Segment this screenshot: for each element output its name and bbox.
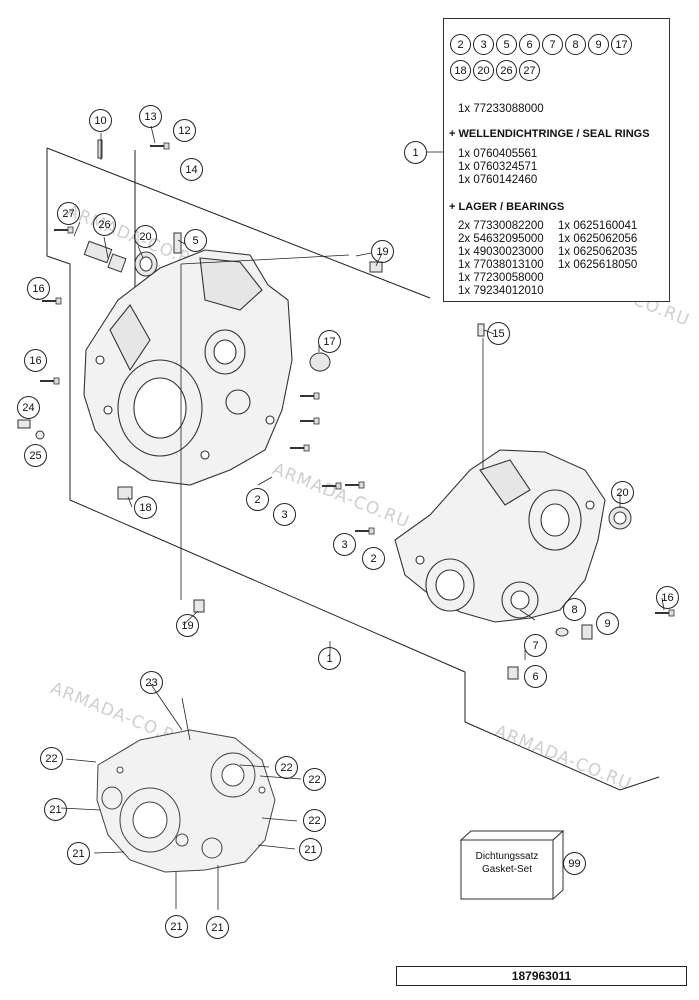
assembled-crankcase: [96, 729, 276, 873]
callout: 19: [371, 240, 394, 263]
kit-part: 17: [611, 34, 632, 55]
callout: 10: [89, 109, 112, 132]
bearing-item: 1x 0625062056: [558, 233, 638, 245]
callout: 13: [139, 105, 162, 128]
kit-part: 8: [565, 34, 586, 55]
callout: 21: [67, 842, 90, 865]
kit-part: 7: [542, 34, 563, 55]
kit-number: 1x 77233088000: [458, 103, 544, 115]
callout: 21: [206, 916, 229, 939]
bearing-item: 1x 0625160041: [558, 220, 638, 232]
callout: 21: [299, 838, 322, 861]
callout: 22: [303, 768, 326, 791]
kit-part: 6: [519, 34, 540, 55]
kit-part: 20: [473, 60, 494, 81]
callout: 25: [24, 444, 47, 467]
callout: 6: [524, 665, 547, 688]
callout: 3: [273, 503, 296, 526]
callout: 16: [656, 586, 679, 609]
callout: 3: [333, 533, 356, 556]
left-crankcase-half: [83, 249, 293, 486]
kit-part: 3: [473, 34, 494, 55]
kit-part: 27: [519, 60, 540, 81]
callout: 99: [563, 852, 586, 875]
bearing-item: 1x 77230058000: [458, 272, 544, 284]
callout: 1: [404, 141, 427, 164]
right-crankcase-half: [394, 449, 606, 623]
kit-part: 5: [496, 34, 517, 55]
bearing-item: 1x 79234012010: [458, 285, 544, 297]
diagram-reference-number: 187963011: [396, 966, 687, 986]
callout: 5: [184, 229, 207, 252]
callout: 2: [246, 488, 269, 511]
callout: 19: [176, 614, 199, 637]
callout: 8: [563, 598, 586, 621]
callout: 22: [40, 747, 63, 770]
callout: 22: [275, 756, 298, 779]
gasket-line-de: Dichtungssatz: [475, 851, 539, 862]
callout: 16: [24, 349, 47, 372]
callout: 22: [303, 809, 326, 832]
gasket-set-label: Dichtungssatz Gasket-Set: [461, 841, 553, 899]
callout: 21: [44, 798, 67, 821]
callout: 17: [318, 330, 341, 353]
gasket-set-box: [459, 829, 565, 901]
bearings-header: + LAGER / BEARINGS: [449, 201, 565, 213]
seal-item: 1x 0760405561: [458, 148, 538, 160]
callout: 23: [140, 671, 163, 694]
callout: 26: [93, 213, 116, 236]
callout: 16: [27, 277, 50, 300]
kit-part: 18: [450, 60, 471, 81]
seal-item: 1x 0760142460: [458, 174, 538, 186]
bearing-item: 1x 77038013100: [458, 259, 544, 271]
callout: 15: [487, 322, 510, 345]
seal-rings-header: + WELLENDICHTRINGE / SEAL RINGS: [449, 128, 650, 140]
callout: 12: [173, 119, 196, 142]
callout: 27: [57, 202, 80, 225]
callout: 9: [596, 612, 619, 635]
bearing-item: 2x 77330082200: [458, 220, 544, 232]
kit-part: 2: [450, 34, 471, 55]
callout: 7: [524, 634, 547, 657]
callout: 20: [134, 225, 157, 248]
callout: 18: [134, 496, 157, 519]
kit-part: 9: [588, 34, 609, 55]
bearing-item: 1x 49030023000: [458, 246, 544, 258]
bearing-item: 2x 54632095000: [458, 233, 544, 245]
callout: 2: [362, 547, 385, 570]
bearing-item: 1x 0625062035: [558, 246, 638, 258]
seal-item: 1x 0760324571: [458, 161, 538, 173]
bearing-item: 1x 0625618050: [558, 259, 638, 271]
callout: 20: [611, 481, 634, 504]
callout: 1: [318, 647, 341, 670]
callout: 21: [165, 915, 188, 938]
gasket-line-en: Gasket-Set: [481, 864, 533, 875]
callout: 24: [17, 396, 40, 419]
kit-part: 26: [496, 60, 517, 81]
callout: 14: [180, 158, 203, 181]
